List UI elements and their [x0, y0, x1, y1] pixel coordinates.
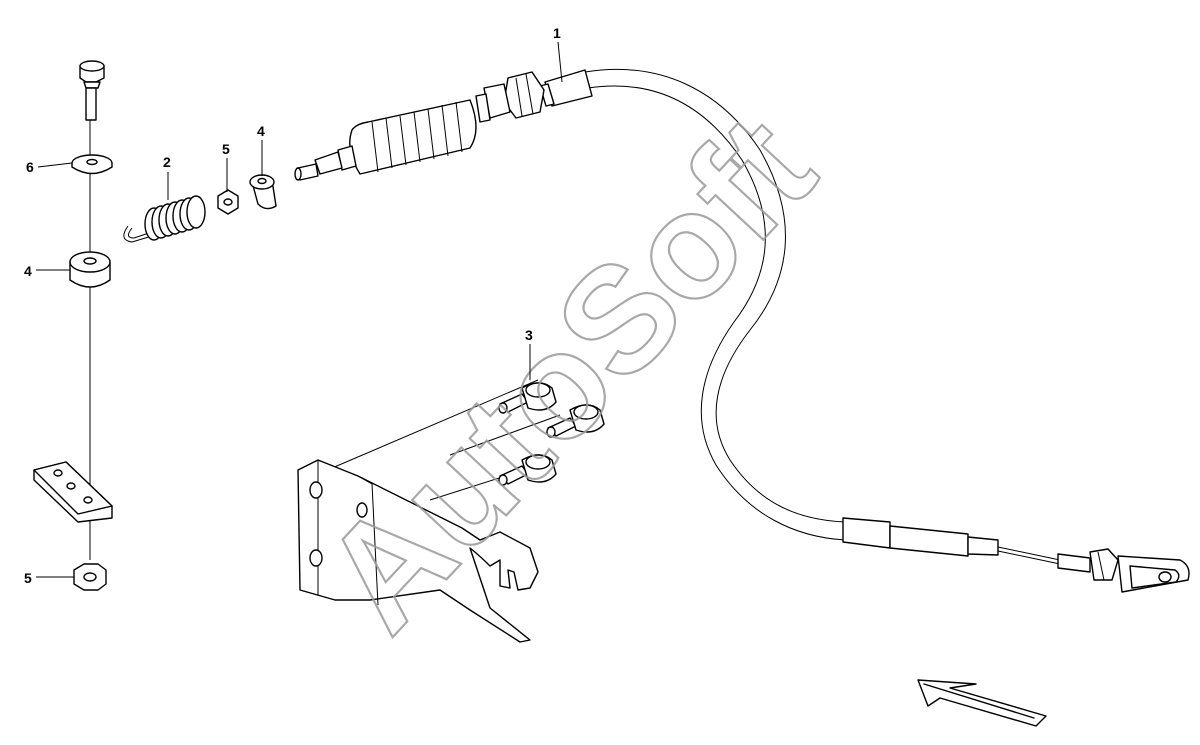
bracket-bolt-3	[498, 454, 557, 486]
spacer-upper	[249, 174, 277, 210]
callout-5-lower: 5	[24, 570, 74, 586]
callout-label-4-upper: 4	[257, 123, 265, 139]
callout-label-5-upper: 5	[222, 141, 230, 157]
return-spring	[123, 195, 206, 243]
bracket-bolt-1	[498, 382, 557, 414]
direction-arrow-icon	[917, 679, 1047, 727]
callout-1: 1	[553, 25, 563, 83]
bracket-bolt-2	[546, 404, 605, 438]
callout-4-upper: 4	[257, 123, 265, 176]
callout-label-2: 2	[163, 154, 171, 170]
callout-label-1: 1	[553, 25, 561, 41]
callout-label-5-lower: 5	[24, 570, 32, 586]
throttle-cable	[294, 68, 1190, 593]
callout-5-upper: 5	[222, 141, 230, 192]
mount-stack	[33, 60, 113, 591]
callout-label-4-lower: 4	[24, 263, 32, 279]
callout-4-lower: 4	[24, 263, 70, 279]
callout-2: 2	[163, 154, 171, 200]
nut-upper	[217, 189, 239, 215]
callout-6: 6	[26, 159, 73, 175]
callout-3: 3	[525, 327, 533, 380]
callout-label-3: 3	[525, 327, 533, 343]
callout-label-6: 6	[26, 159, 34, 175]
